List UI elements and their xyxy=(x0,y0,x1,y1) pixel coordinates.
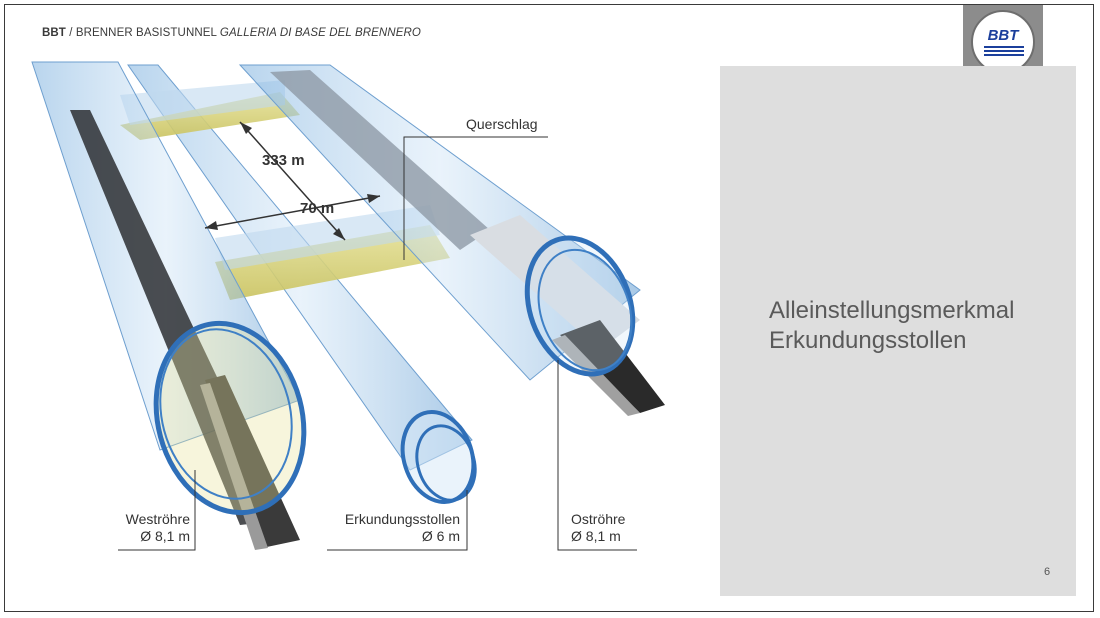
dimension-lines xyxy=(204,121,381,241)
header-italian-title: GALLERIA DI BASE DEL BRENNERO xyxy=(219,27,421,39)
exploratory-tunnel-label: Erkundungsstollen Ø 6 m xyxy=(320,511,460,545)
logo-tab: BBT xyxy=(963,5,1043,81)
querschlag-label: Querschlag xyxy=(466,116,538,132)
logo-subtext-lines xyxy=(984,46,1024,48)
east-tube xyxy=(238,64,665,416)
distance-333m-label: 333 m xyxy=(262,152,305,169)
exploratory-tunnel-name: Erkundungsstollen xyxy=(344,511,460,527)
east-tube-diameter: Ø 8,1 m xyxy=(571,528,621,544)
panel-title: Alleinstellungsmerkmal Erkundungsstollen xyxy=(769,296,1014,356)
panel-title-line2: Erkundungsstollen xyxy=(769,327,967,354)
west-tube-name: Weströhre xyxy=(125,511,190,527)
west-tube-label: Weströhre Ø 8,1 m xyxy=(108,511,190,545)
header-title: / BRENNER BASISTUNNEL xyxy=(65,27,220,39)
tunnel-illustration xyxy=(31,61,665,551)
side-panel: Alleinstellungsmerkmal Erkundungsstollen… xyxy=(720,66,1076,596)
bbt-logo: BBT xyxy=(971,10,1035,74)
leader-lines xyxy=(118,136,637,551)
exploratory-tunnel-diameter: Ø 6 m xyxy=(421,528,460,544)
slide-frame xyxy=(4,4,1094,612)
east-tube-name: Oströhre xyxy=(571,511,626,527)
panel-title-line1: Alleinstellungsmerkmal xyxy=(769,297,1015,324)
distance-70m-label: 70 m xyxy=(300,200,335,217)
cross-passages xyxy=(120,80,450,300)
east-tube-label: Oströhre Ø 8,1 m xyxy=(571,511,625,545)
west-tube xyxy=(31,61,307,550)
header-bbt: BBT xyxy=(42,27,66,39)
slide-header: BBT / BRENNER BASISTUNNEL GALLERIA DI BA… xyxy=(42,27,421,39)
logo-text: BBT xyxy=(987,27,1019,44)
page-number: 6 xyxy=(1044,566,1051,578)
west-tube-diameter: Ø 8,1 m xyxy=(140,528,190,544)
